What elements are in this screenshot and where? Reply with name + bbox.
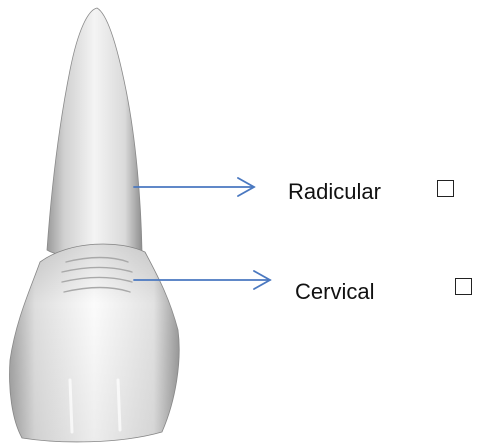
checkbox-cervical[interactable]	[455, 278, 472, 295]
tooth-root	[47, 8, 142, 256]
crown-shading	[10, 244, 180, 442]
checkbox-radicular[interactable]	[437, 180, 454, 197]
arrow-radicular	[134, 178, 254, 196]
label-cervical: Cervical	[295, 281, 374, 303]
label-radicular: Radicular	[288, 181, 381, 203]
